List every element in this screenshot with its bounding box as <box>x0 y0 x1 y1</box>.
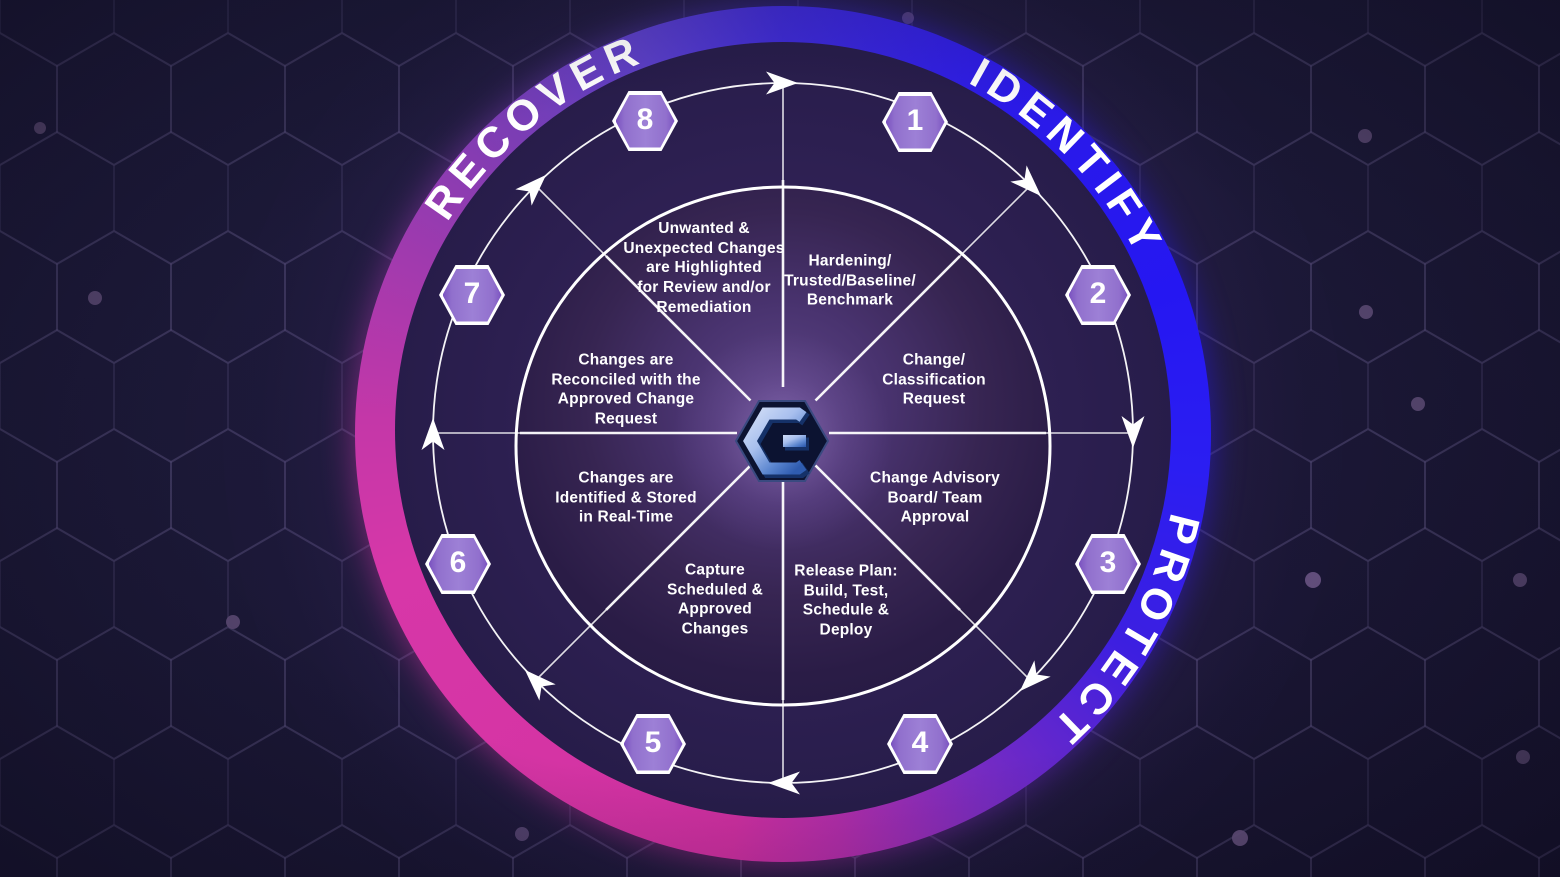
step-badge-3: 3 <box>1075 534 1141 594</box>
step-badge-1: 1 <box>882 92 948 152</box>
step-number: 2 <box>1089 277 1107 310</box>
flow-arrow-s <box>768 771 800 795</box>
step-badge-fill: 4 <box>890 717 950 771</box>
segment-divider-lines <box>433 83 1133 783</box>
step-badge-5: 5 <box>620 714 686 774</box>
step-badge-fill: 7 <box>442 268 502 322</box>
step-label-3: Change Advisory Board/ Team Approval <box>870 469 1000 526</box>
flow-arrow-w <box>421 418 445 450</box>
step-number: 3 <box>1099 546 1117 579</box>
step-label-7: Changes are Reconciled with the Approved… <box>551 351 701 428</box>
step-badge-6: 6 <box>425 534 491 594</box>
step-badge-2: 2 <box>1065 265 1131 325</box>
step-badge-4: 4 <box>887 714 953 774</box>
step-label-1: Hardening/ Trusted/Baseline/ Benchmark <box>784 252 916 309</box>
flow-arrow-ne <box>1010 165 1042 197</box>
step-badge-fill: 2 <box>1068 268 1128 322</box>
step-number: 4 <box>911 726 929 759</box>
step-number: 6 <box>449 546 467 579</box>
flow-arrow-sw <box>524 669 556 701</box>
flow-arrow-se <box>1019 660 1051 692</box>
step-number: 5 <box>644 726 662 759</box>
logo-c-glyph <box>743 407 810 478</box>
step-label-6: Changes are Identified & Stored in Real-… <box>555 469 697 526</box>
step-badge-7: 7 <box>439 265 505 325</box>
step-label-8: Unwanted & Unexpected Changes are Highli… <box>623 219 785 316</box>
step-badge-fill: 6 <box>428 537 488 591</box>
phase-label-identify: IDENTIFY <box>963 49 1167 265</box>
step-number: 7 <box>463 277 481 310</box>
cimtrak-logo <box>734 400 830 482</box>
flow-arrows <box>421 71 1145 795</box>
step-number: 8 <box>636 103 654 136</box>
svg-text:IDENTIFY: IDENTIFY <box>963 49 1174 265</box>
step-badge-8: 8 <box>612 91 678 151</box>
step-badge-fill: 5 <box>623 717 683 771</box>
pattern-dots <box>34 12 1530 846</box>
step-badge-fill: 8 <box>615 94 675 148</box>
flow-arrow-nw <box>515 174 547 206</box>
step-label-5: Capture Scheduled & Approved Changes <box>666 561 764 638</box>
step-label-4: Release Plan: Build, Test, Schedule & De… <box>794 562 898 639</box>
step-number: 1 <box>906 104 924 137</box>
step-label-2: Change/ Classification Request <box>882 351 986 408</box>
step-badge-fill: 1 <box>885 95 945 149</box>
flow-arrow-e <box>1121 416 1145 448</box>
flow-arrow-n <box>766 71 798 95</box>
step-badge-fill: 3 <box>1078 537 1138 591</box>
